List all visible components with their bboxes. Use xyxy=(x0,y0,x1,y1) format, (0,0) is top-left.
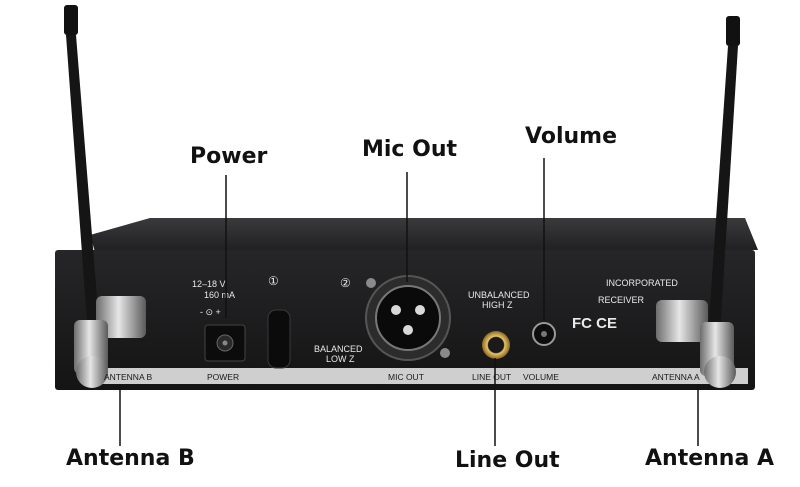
antenna-a-rod xyxy=(708,46,738,335)
strip-label-mic-out: MIC OUT xyxy=(388,372,424,382)
callout-line-out: Line Out xyxy=(455,448,560,473)
label-strip xyxy=(88,368,748,384)
clip-step-1: ① xyxy=(268,274,279,288)
strip-label-antenna-b: ANTENNA B xyxy=(104,372,153,382)
power-spec-current: 160 mA xyxy=(204,290,235,300)
strip-label-antenna-a: ANTENNA A xyxy=(652,372,700,382)
callout-volume: Volume xyxy=(525,124,617,149)
volume-knob xyxy=(532,322,556,346)
certification-marks: FC CE xyxy=(572,315,617,332)
receiver-label: RECEIVER xyxy=(598,295,645,305)
callout-antenna-a: Antenna A xyxy=(645,446,774,471)
low-z-label: LOW Z xyxy=(326,354,355,364)
clip-step-2: ② xyxy=(340,276,351,290)
xlr-connector xyxy=(365,275,451,361)
cable-clip xyxy=(267,309,291,369)
antenna-b-tip xyxy=(64,5,78,35)
callout-power: Power xyxy=(190,144,268,169)
strip-label-power: POWER xyxy=(207,372,239,382)
callout-antenna-b: Antenna B xyxy=(66,446,195,471)
incorporated-label: INCORPORATED xyxy=(606,278,678,288)
callout-mic-out: Mic Out xyxy=(362,137,458,162)
antenna-b-connector xyxy=(74,296,146,388)
strip-label-volume: VOLUME xyxy=(523,372,559,382)
antenna-a-connector xyxy=(656,300,736,388)
balanced-label: BALANCED xyxy=(314,344,363,354)
line-out-jack xyxy=(482,331,510,359)
power-jack xyxy=(204,324,246,362)
unbalanced-label: UNBALANCED xyxy=(468,290,530,300)
callout-lines xyxy=(119,158,699,446)
antenna-a-tip xyxy=(726,16,740,46)
polarity-symbol: - ⊙ + xyxy=(200,307,221,317)
antenna-b-rod xyxy=(66,35,100,335)
high-z-label: HIGH Z xyxy=(482,300,513,310)
chassis-top xyxy=(90,218,758,252)
strip-label-line-out: LINE OUT xyxy=(472,372,511,382)
power-spec-voltage: 12–18 V xyxy=(192,279,226,289)
